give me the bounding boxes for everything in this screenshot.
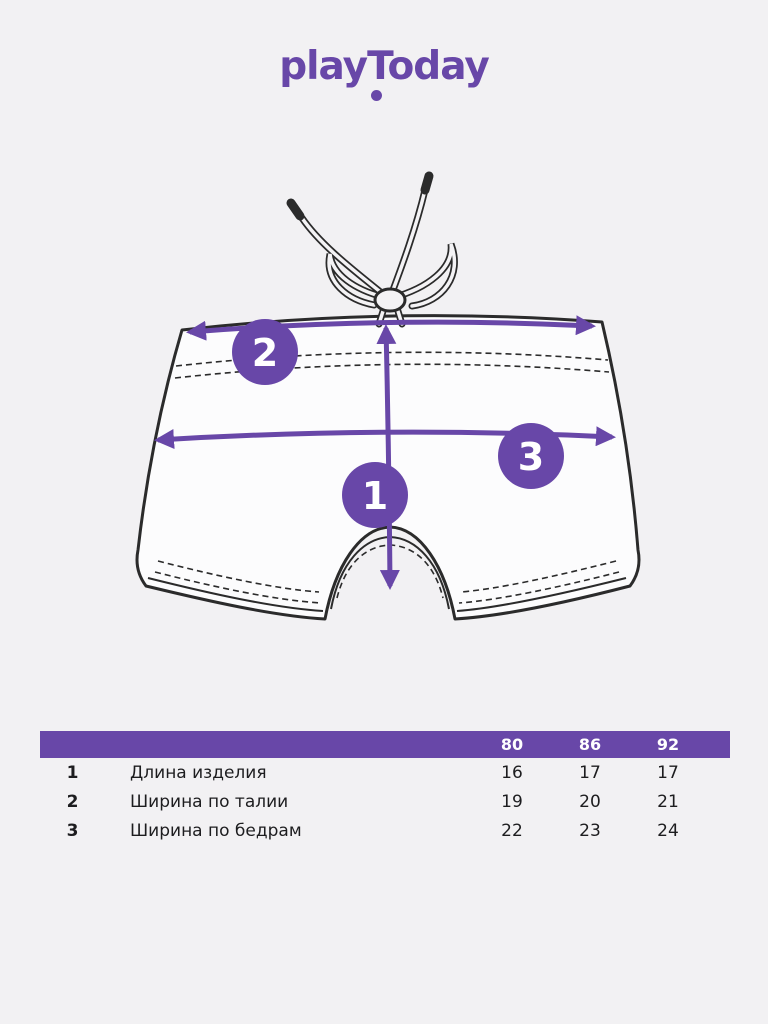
table-row-waist: 2 Ширина по талии 19 20 21: [40, 787, 730, 816]
measure-value: 20: [579, 791, 601, 812]
aglet-left: [286, 198, 305, 221]
marker-2-label: 2: [252, 331, 278, 375]
measure-value: 22: [501, 820, 523, 841]
marker-3: 3: [498, 423, 564, 489]
measure-value: 23: [579, 820, 601, 841]
knot: [373, 287, 407, 313]
marker-1-label: 1: [362, 474, 388, 518]
table-row-hips: 3 Ширина по бедрам 22 23 24: [40, 816, 730, 845]
measure-value: 16: [501, 762, 523, 783]
size-table: 80 86 92 1 Длина изделия 16 17 17 2 Шири…: [40, 731, 730, 845]
marker-3-label: 3: [518, 435, 544, 479]
marker-1: 1: [342, 462, 408, 528]
brand-logo-text: playToday: [279, 44, 489, 89]
length-arrow: [376, 324, 400, 590]
measure-label: Длина изделия: [130, 762, 267, 783]
brand-logo: playToday: [0, 44, 768, 89]
table-row-length: 1 Длина изделия 16 17 17: [40, 758, 730, 787]
row-number: 1: [66, 762, 79, 783]
measure-value: 19: [501, 791, 523, 812]
size-table-header: 80 86 92: [40, 731, 730, 758]
measure-label: Ширина по бедрам: [130, 820, 302, 841]
drawstring-icon: [286, 171, 458, 328]
brand-logo-dot-icon: [371, 90, 382, 101]
measure-value: 24: [657, 820, 679, 841]
measure-value: 17: [657, 762, 679, 783]
marker-2: 2: [232, 319, 298, 385]
aglet-right: [420, 171, 434, 195]
row-number: 3: [66, 820, 79, 841]
measure-value: 21: [657, 791, 679, 812]
size-column-86: 86: [578, 735, 602, 754]
row-number: 2: [66, 791, 79, 812]
shorts-measurement-diagram: 2 3 1: [135, 171, 641, 621]
size-column-92: 92: [656, 735, 680, 754]
size-column-80: 80: [500, 735, 524, 754]
measure-value: 17: [579, 762, 601, 783]
measure-label: Ширина по талии: [130, 791, 289, 812]
